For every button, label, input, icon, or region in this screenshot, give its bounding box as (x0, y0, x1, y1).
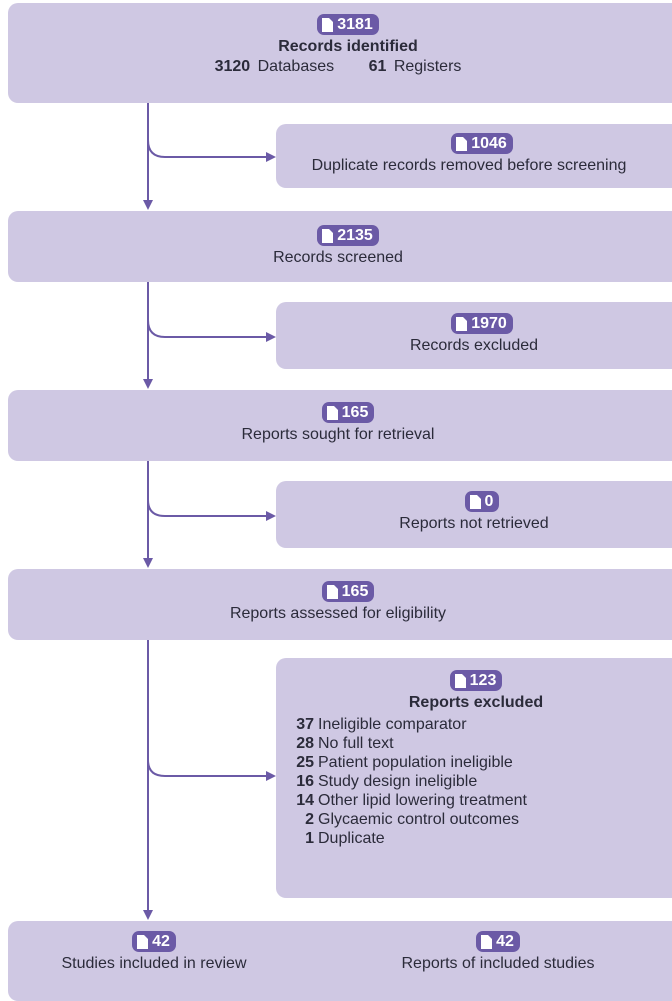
sought-label: Reports sought for retrieval (241, 425, 435, 443)
screened-count: 2135 (337, 226, 373, 244)
sought-count: 165 (341, 403, 369, 421)
count-badge: 42 (476, 931, 520, 952)
records-excluded-count: 1970 (471, 314, 507, 332)
databases-count: 3120 (214, 57, 251, 75)
identified-sources: 3120 Databases 61 Registers (0, 57, 672, 77)
duplicates-label: Duplicate records removed before screeni… (311, 156, 627, 174)
reason-label: Patient population ineligible (318, 753, 513, 771)
assessed-count: 165 (341, 582, 369, 600)
reason-label: Other lipid lowering treatment (318, 791, 527, 809)
duplicates-removed-box: 1046 Duplicate records removed before sc… (276, 124, 672, 188)
reports-sought-box: 165 Reports sought for retrieval (8, 390, 672, 461)
document-icon (469, 494, 481, 509)
records-screened-box: 2135 Records screened (8, 211, 672, 282)
screened-label: Records screened (273, 248, 403, 266)
registers-count: 61 (368, 57, 387, 75)
not-retrieved-count: 0 (484, 492, 494, 510)
reason-count: 1 (305, 829, 314, 847)
studies-count: 42 (152, 932, 170, 950)
count-badge: 123 (449, 670, 503, 691)
records-excluded-label: Records excluded (409, 336, 539, 354)
records-excluded-box: 1970 Records excluded (276, 302, 672, 369)
reason-label: Duplicate (318, 829, 385, 847)
reports-included: 42 Reports of included studies (378, 931, 618, 974)
count-badge: 1970 (451, 313, 513, 334)
arrow-to-not-retrieved (147, 499, 276, 521)
assessed-label: Reports assessed for eligibility (229, 604, 447, 622)
identified-count: 3181 (337, 15, 373, 33)
reports-count: 42 (496, 932, 514, 950)
reports-excluded-count: 123 (469, 671, 497, 689)
count-badge: 0 (464, 491, 500, 512)
count-badge: 42 (132, 931, 176, 952)
count-badge: 1046 (451, 133, 513, 154)
reports-not-retrieved-box: 0 Reports not retrieved (276, 481, 672, 548)
arrow-to-duplicates (147, 139, 276, 162)
document-icon (481, 934, 493, 949)
studies-label: Studies included in review (61, 954, 247, 972)
document-icon (456, 316, 468, 331)
document-icon (326, 405, 338, 420)
document-icon (322, 17, 334, 32)
reason-count: 25 (296, 753, 314, 771)
reports-excluded-title: Reports excluded (408, 693, 544, 711)
reports-label: Reports of included studies (401, 954, 595, 972)
reason-label: Study design ineligible (318, 772, 478, 790)
databases-label: Databases (257, 57, 335, 75)
reason-label: Ineligible comparator (318, 715, 467, 733)
reports-assessed-box: 165 Reports assessed for eligibility (8, 569, 672, 640)
reason-count: 16 (296, 772, 314, 790)
count-badge: 2135 (317, 225, 379, 246)
included-box: 42 Studies included in review 42 Reports… (8, 921, 672, 1001)
count-badge: 165 (321, 581, 375, 602)
reason-count: 2 (305, 810, 314, 828)
not-retrieved-label: Reports not retrieved (399, 514, 549, 532)
document-icon (456, 136, 468, 151)
reason-count: 28 (296, 734, 314, 752)
arrow-to-records-excluded (147, 319, 276, 342)
document-icon (322, 228, 334, 243)
studies-included: 42 Studies included in review (44, 931, 264, 974)
reason-label: Glycaemic control outcomes (318, 810, 519, 828)
count-badge: 3181 (317, 14, 379, 35)
document-icon (454, 673, 466, 688)
document-icon (137, 934, 149, 949)
reason-count: 14 (296, 791, 314, 809)
duplicates-count: 1046 (471, 134, 507, 152)
reason-count: 37 (296, 715, 314, 733)
reason-label: No full text (318, 734, 394, 752)
arrow-to-reports-excluded (147, 759, 276, 781)
document-icon (326, 584, 338, 599)
count-badge: 165 (321, 402, 375, 423)
records-identified-box: 3181 Records identified 3120 Databases 6… (8, 3, 672, 103)
identified-title: Records identified (278, 37, 418, 55)
registers-label: Registers (393, 57, 462, 75)
